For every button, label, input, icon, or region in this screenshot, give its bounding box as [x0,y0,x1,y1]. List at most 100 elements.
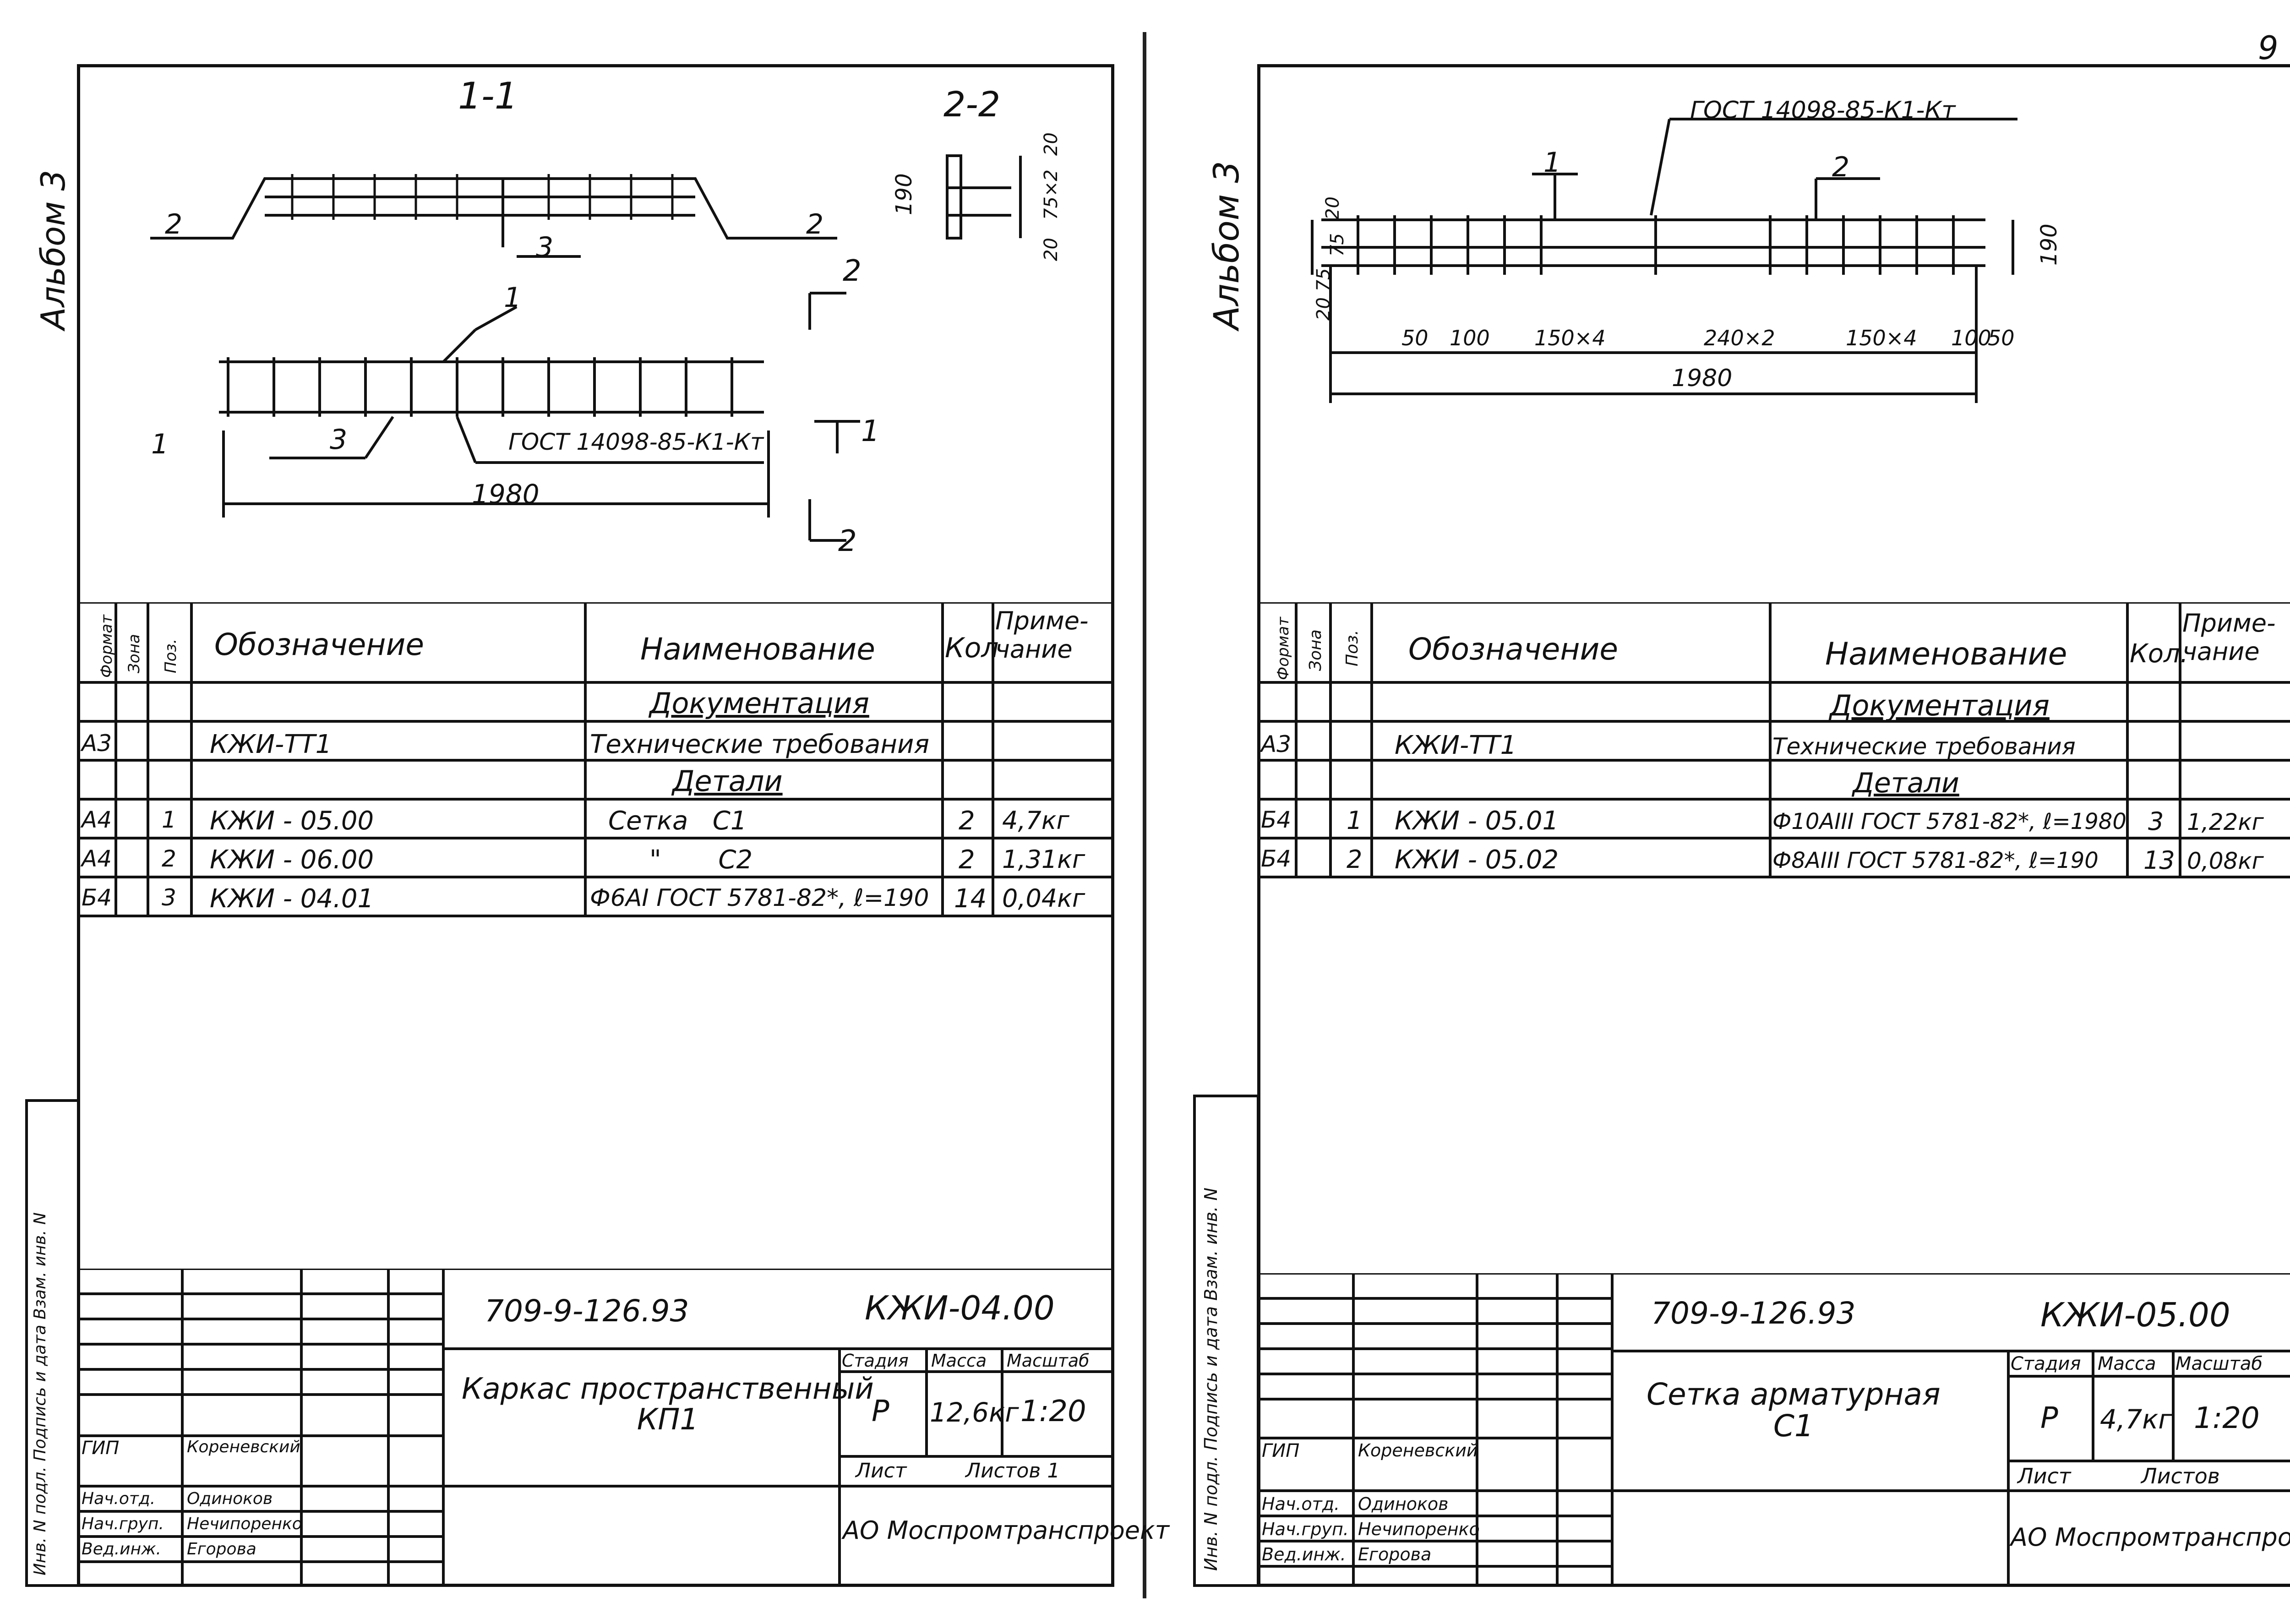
right-tb-doc: КЖИ-05.00 [2040,1296,2230,1334]
left-spec-header-pos: Поз. [162,638,180,673]
right-tb-scale: 1:20 [2194,1401,2260,1435]
left-spec-row-3-format: А4 [82,807,112,833]
left-tb-sheet-header: Лист [856,1459,907,1482]
right-side-stamp [1193,1095,1260,1587]
left-sheet: Альбом 3 [25,64,1169,1587]
right-album-label: Альбом 3 [1206,161,1247,330]
left-album-label: Альбом 3 [34,169,72,330]
left-tb-mass-header: Масса [931,1351,987,1371]
right-dim-100a: 100 [1450,326,1490,350]
right-dim-75: 75 [1327,233,1348,256]
left-spec-header-zone: Зона [125,634,143,673]
left-spec-row-1-designation: КЖИ-ТТ1 [210,730,332,759]
left-spec-header-format: Формат [98,615,116,678]
right-spec-row-4-designation: КЖИ - 05.02 [1395,845,1559,875]
left-tb-name-2: Нечипоренко [187,1515,302,1533]
right-tb-name-3: Егорова [1358,1544,1432,1564]
right-tb-sheet-header: Лист [2017,1464,2071,1488]
left-spec-header-note: Приме- чание [995,606,1089,664]
left-spec-row-3-qty: 2 [959,806,975,836]
left-spec-row-1-name: Технические требования [590,730,930,759]
left-spec-row-3-pos: 1 [162,807,176,833]
left-section-bars [291,174,674,220]
left-spec-row-4-note: 1,31кг [1002,845,1085,874]
right-dim-190: 190 [2036,223,2062,266]
right-spec-row-3-name: Ф10АIII ГОСТ 5781-82*, ℓ=1980 [1772,809,2126,834]
left-spec-row-3-name: Сетка С1 [608,806,747,836]
left-gost-label: ГОСТ 14098-85-К1-Кт [508,429,764,455]
right-spec-row-3-note: 1,22кг [2187,809,2264,835]
right-dim-240x2: 240×2 [1704,326,1775,350]
right-spec-row-1-designation: КЖИ-ТТ1 [1395,730,1517,760]
left-tb-role-0: ГИП [82,1438,120,1459]
left-spec-row-1-format: А3 [82,730,112,757]
right-tb-title: Сетка арматурная С1 [1647,1377,1941,1444]
right-tb-name-2: Нечипоренко [1358,1519,1480,1539]
right-plan-bars [1357,215,1955,275]
left-cut-mark-2b: 2 [838,524,857,558]
left-tb-role-1: Нач.отд. [82,1489,156,1508]
right-spec-row-3-format: Б4 [1261,807,1292,833]
right-tb-role-2: Нач.груп. [1262,1519,1349,1539]
left-dim-20b: 20 [1041,238,1062,261]
left-side-stamp-text: Инв. N подл. Подпись и дата Взам. инв. N [31,1212,49,1575]
right-spec-row-4-format: Б4 [1261,845,1292,872]
left-tb-org: АО Моспромтранспроект [843,1516,1170,1545]
left-spec-row-4-pos: 2 [162,845,176,872]
sheet-divider [1143,32,1146,1598]
right-spec-header-name: Наименование [1825,636,2067,672]
right-tb-code: 709-9-126.93 [1651,1296,1856,1331]
left-spec-header-designation: Обозначение [214,627,424,662]
left-cut-mark-1b: 1 [151,428,169,460]
left-tb-scale: 1:20 [1020,1395,1086,1428]
right-spec-header-designation: Обозначение [1408,632,1618,667]
right-drawing [1311,118,2017,403]
left-title-block: 709-9-126.93 КЖИ-04.00 Каркас пространст… [77,1269,1169,1587]
left-spec-row-4-qty: 2 [959,845,975,875]
right-spec-row-1-format: А3 [1261,731,1292,758]
right-tb-mass: 4,7кг [2100,1404,2172,1435]
left-spec-row-4-format: А4 [82,845,112,872]
left-dim-75x2: 75×2 [1041,169,1062,220]
left-tb-mass: 12,6кг [930,1397,1019,1428]
right-spec-table: Формат Зона Поз. Обозначение Наименовани… [1257,602,2290,895]
right-frame [1257,64,2290,1587]
left-tb-stage-header: Стадия [842,1351,909,1371]
left-dim-190: 190 [891,173,917,215]
right-tb-role-1: Нач.отд. [1262,1494,1340,1514]
left-section-1-1-outline [150,177,837,240]
right-spec-row-4-pos: 2 [1347,845,1363,874]
left-tb-role-3: Вед.инж. [82,1540,161,1559]
left-spec-row-2-name: Детали [672,764,783,798]
left-spec-row-5-note: 0,04кг [1002,884,1085,913]
right-tb-mass-header: Масса [2098,1353,2156,1374]
left-callout-2b: 2 [806,208,824,240]
left-cut-mark-2a: 2 [843,254,861,288]
right-tb-sheets-header: Листов [2141,1464,2220,1488]
left-frame [77,64,1114,1587]
left-section-2-2-title: 2-2 [943,84,1001,125]
left-spec-row-4-name: " С2 [649,845,753,875]
right-spec-header-format: Формат [1274,617,1292,680]
left-drawing [150,154,1022,542]
left-spec-row-5-name: Ф6АI ГОСТ 5781-82*, ℓ=190 [590,884,929,912]
right-callout-2: 2 [1832,151,1850,183]
right-spec-header-pos: Поз. [1343,630,1362,666]
right-dim-150x4a: 150×4 [1534,326,1606,350]
right-spec-row-4-name: Ф8АIII ГОСТ 5781-82*, ℓ=190 [1772,848,2099,873]
right-dim-1980: 1980 [1672,365,1733,392]
left-callout-3b: 3 [330,424,348,456]
left-tb-scale-header: Масштаб [1007,1351,1090,1371]
right-dim-20: 20 [1322,196,1343,220]
left-tb-name-3: Егорова [187,1540,256,1559]
left-callout-3: 3 [536,231,554,263]
right-tb-org: АО Моспромтранспроект [2011,1523,2290,1552]
right-gost-label: ГОСТ 14098-85-К1-Кт [1690,97,1956,124]
left-spec-header-name: Наименование [640,632,875,667]
left-tb-sheets-header: Листов 1 [965,1459,1060,1482]
right-spec-row-4-qty: 13 [2143,846,2175,875]
left-tb-name-0: Кореневский [187,1438,300,1456]
right-tb-stage-header: Стадия [2011,1353,2081,1374]
right-spec-header-note: Приме- чание [2182,609,2276,666]
right-spec-row-3-pos: 1 [1347,806,1363,835]
